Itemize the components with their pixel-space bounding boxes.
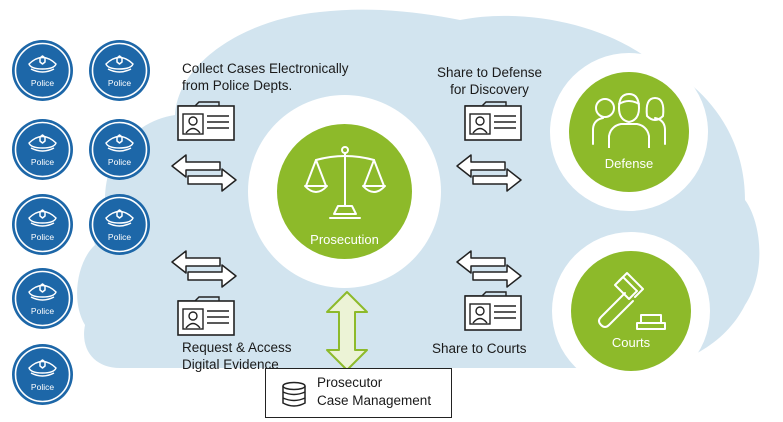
prosecution-label: Prosecution <box>310 232 379 247</box>
double-arrow-icon <box>171 250 237 288</box>
collect-line-2: from Police Depts. <box>182 78 293 93</box>
double-arrow-icon <box>456 154 522 192</box>
police-label: Police <box>107 157 132 167</box>
police-badge-icon <box>14 270 71 327</box>
defense-circle: Defense <box>569 72 689 192</box>
defense-label: Defense <box>604 156 654 171</box>
prosecution-circle: Prosecution <box>277 124 412 259</box>
defense-node: Defense <box>550 53 708 211</box>
double-arrow-icon <box>456 250 522 288</box>
police-badge-icon <box>14 121 71 178</box>
police-label: Police <box>107 78 132 88</box>
police-label: Police <box>30 382 55 392</box>
collect-cases-label: Collect Cases Electronically from Police… <box>182 60 349 94</box>
police-badge: Police <box>12 268 73 329</box>
share-courts-label: Share to Courts <box>432 341 527 356</box>
police-badge-icon <box>14 346 71 403</box>
case-management-box: Prosecutor Case Management <box>265 368 452 418</box>
police-badge: Police <box>89 194 150 255</box>
police-badge-icon <box>91 196 148 253</box>
case-file-icon <box>177 296 235 336</box>
police-label: Police <box>107 232 132 242</box>
police-badge: Police <box>12 344 73 405</box>
db-line-1: Prosecutor <box>317 375 383 390</box>
courts-node: Courts <box>552 232 710 390</box>
db-line-2: Case Management <box>317 393 432 408</box>
database-icon <box>282 381 306 407</box>
case-management-label: Prosecutor Case Management <box>317 374 431 410</box>
scales-of-justice-icon <box>304 146 386 219</box>
police-badge-icon <box>14 196 71 253</box>
share-defense-label: Share to Defense for Discovery <box>432 64 547 98</box>
police-badge: Police <box>12 40 73 101</box>
case-file-icon <box>464 101 522 141</box>
police-badge-icon <box>91 42 148 99</box>
police-badge-icon <box>14 42 71 99</box>
police-badge-icon <box>91 121 148 178</box>
request-access-label: Request & Access Digital Evidence <box>182 339 292 373</box>
police-label: Police <box>30 232 55 242</box>
courts-circle: Courts <box>571 251 691 371</box>
police-label: Police <box>30 78 55 88</box>
collect-line-1: Collect Cases Electronically <box>182 61 349 76</box>
courts-label: Courts <box>611 335 651 350</box>
case-file-icon <box>464 291 522 331</box>
share-defense-line-1: Share to Defense <box>436 65 543 80</box>
prosecution-node: Prosecution <box>248 95 441 288</box>
police-label: Police <box>30 306 55 316</box>
request-line-1: Request & Access <box>182 340 292 355</box>
police-badge: Police <box>12 194 73 255</box>
police-label: Police <box>30 157 55 167</box>
request-line-2: Digital Evidence <box>182 357 279 372</box>
people-icon <box>592 93 666 148</box>
police-badge: Police <box>89 119 150 180</box>
up-down-arrow-icon <box>326 291 368 371</box>
case-file-icon <box>177 101 235 141</box>
gavel-icon <box>598 272 666 330</box>
share-defense-line-2: for Discovery <box>450 82 529 97</box>
police-badge: Police <box>89 40 150 101</box>
police-badge: Police <box>12 119 73 180</box>
double-arrow-icon <box>171 154 237 192</box>
